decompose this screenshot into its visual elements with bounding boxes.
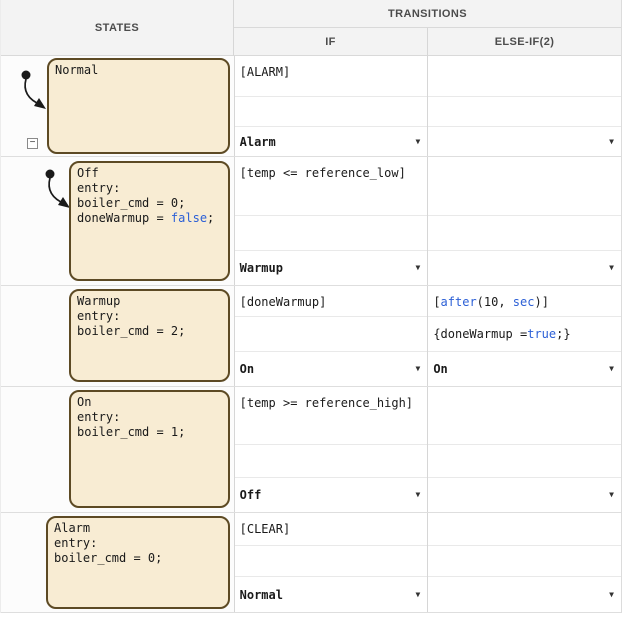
elseif-destination-dropdown[interactable]: ▼ <box>428 251 621 285</box>
destination-label: On <box>433 362 448 376</box>
destination-label: Off <box>239 488 262 502</box>
elseif-destination-dropdown[interactable]: ▼ <box>428 127 621 156</box>
dropdown-icon: ▼ <box>415 364 421 373</box>
elseif-action-cell[interactable]: {doneWarmup = true;} <box>428 317 621 352</box>
destination-label: Warmup <box>239 261 283 275</box>
if-destination-dropdown[interactable]: Alarm ▼ <box>235 127 428 156</box>
elseif-action-cell[interactable] <box>428 97 621 127</box>
elseif-condition-cell[interactable] <box>428 157 621 216</box>
dropdown-icon: ▼ <box>609 364 614 373</box>
if-condition-cell[interactable]: [temp >= reference_high] <box>234 387 428 445</box>
if-destination-dropdown[interactable]: Normal ▼ <box>235 577 428 612</box>
if-condition-cell[interactable]: [temp <= reference_low] <box>234 157 428 216</box>
table-row: − Normal [ALARM] Alarm ▼ ▼ <box>1 56 621 157</box>
if-action-cell[interactable] <box>234 317 428 352</box>
elseif-destination-dropdown[interactable]: On ▼ <box>428 352 621 386</box>
destination-label: Normal <box>239 587 283 602</box>
elseif-condition-cell[interactable] <box>428 387 621 445</box>
dropdown-icon: ▼ <box>609 589 614 599</box>
dropdown-icon: ▼ <box>415 263 421 272</box>
elseif-condition-cell[interactable] <box>428 513 621 546</box>
if-action-cell[interactable] <box>234 216 428 251</box>
dropdown-icon: ▼ <box>609 263 614 272</box>
if-condition-cell[interactable]: [CLEAR] <box>234 513 428 546</box>
destination-label: Alarm <box>239 134 276 149</box>
collapse-toggle-icon[interactable]: − <box>27 138 38 149</box>
elseif-condition-cell[interactable] <box>428 56 621 97</box>
elseif-action-cell[interactable] <box>428 216 621 251</box>
elseif-destination-dropdown[interactable]: ▼ <box>428 577 621 612</box>
states-cell-normal: − Normal <box>1 56 235 156</box>
states-header-label: STATES <box>94 21 140 34</box>
elseif-destination-dropdown[interactable]: ▼ <box>428 478 621 512</box>
destination-label: On <box>239 362 255 376</box>
dropdown-icon: ▼ <box>415 490 421 499</box>
if-destination-dropdown[interactable]: Warmup ▼ <box>235 251 428 285</box>
default-transition-arrow[interactable] <box>17 68 51 112</box>
dropdown-icon: ▼ <box>415 589 421 599</box>
transitions-column-header: TRANSITIONS <box>234 0 621 28</box>
if-column-header: IF <box>234 28 428 56</box>
transitions-header-label: TRANSITIONS <box>388 7 467 20</box>
dropdown-icon: ▼ <box>609 490 614 499</box>
dropdown-icon: ▼ <box>609 136 614 146</box>
state-box-normal[interactable]: Normal <box>47 58 230 154</box>
default-transition-arrow[interactable] <box>41 167 75 211</box>
if-destination-dropdown[interactable]: On ▼ <box>235 352 428 386</box>
elseif-action-cell[interactable] <box>428 546 621 577</box>
transitions-header-group: TRANSITIONS IF ELSE-IF(2) <box>234 0 621 56</box>
if-action-cell[interactable] <box>234 97 428 127</box>
if-header-label: IF <box>325 35 336 48</box>
if-action-cell[interactable] <box>234 445 428 478</box>
if-condition-cell[interactable]: [doneWarmup] <box>234 286 428 317</box>
transition-table: STATES TRANSITIONS IF ELSE-IF(2) <box>0 0 622 613</box>
elseif-column-header: ELSE-IF(2) <box>428 28 621 56</box>
if-condition-cell[interactable]: [ALARM] <box>234 56 428 97</box>
elseif-header-label: ELSE-IF(2) <box>494 35 555 48</box>
states-column-header: STATES <box>1 0 234 56</box>
dropdown-icon: ▼ <box>415 136 421 146</box>
elseif-condition-cell[interactable]: [after(10, sec)] <box>428 286 621 317</box>
if-action-cell[interactable] <box>234 546 428 577</box>
table-header: STATES TRANSITIONS IF ELSE-IF(2) <box>1 0 621 56</box>
elseif-action-cell[interactable] <box>428 445 621 478</box>
if-destination-dropdown[interactable]: Off ▼ <box>235 478 428 512</box>
